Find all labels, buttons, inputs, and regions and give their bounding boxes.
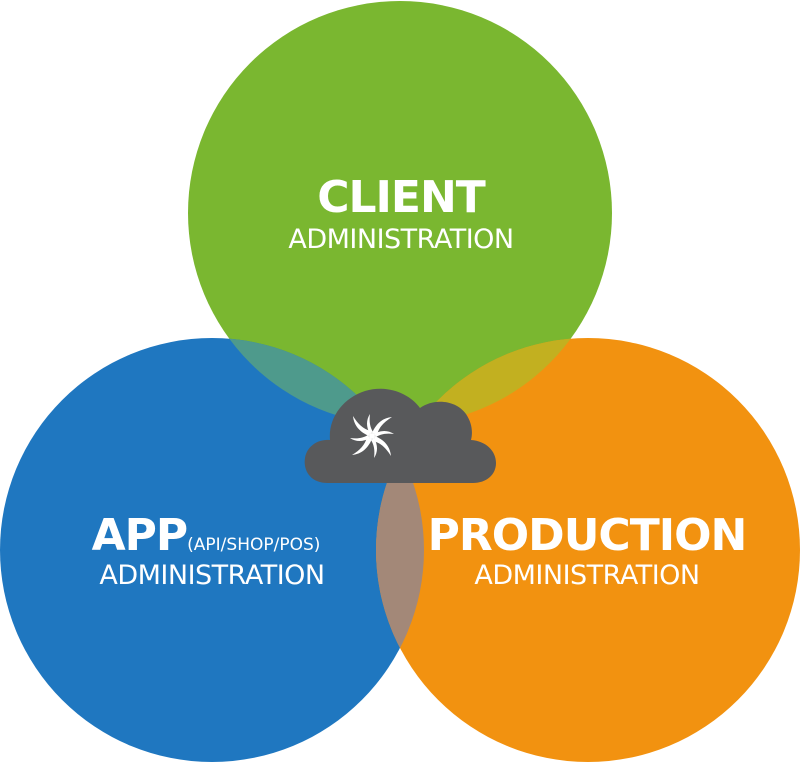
- production-subtitle: ADMINISTRATION: [474, 560, 699, 591]
- spiral-logo-icon: [350, 414, 394, 458]
- production-title: PRODUCTION: [428, 510, 747, 561]
- client-title: CLIENT: [317, 172, 486, 223]
- app-title-suffix: (API/SHOP/POS): [187, 535, 320, 555]
- cloud-shape: [304, 388, 496, 483]
- client-subtitle: ADMINISTRATION: [288, 224, 513, 255]
- client-circle: [188, 1, 612, 425]
- app-title-main: APP: [92, 510, 188, 561]
- app-title: APP(API/SHOP/POS): [92, 510, 321, 561]
- app-subtitle: ADMINISTRATION: [99, 560, 324, 591]
- cloud-icon: [304, 388, 496, 483]
